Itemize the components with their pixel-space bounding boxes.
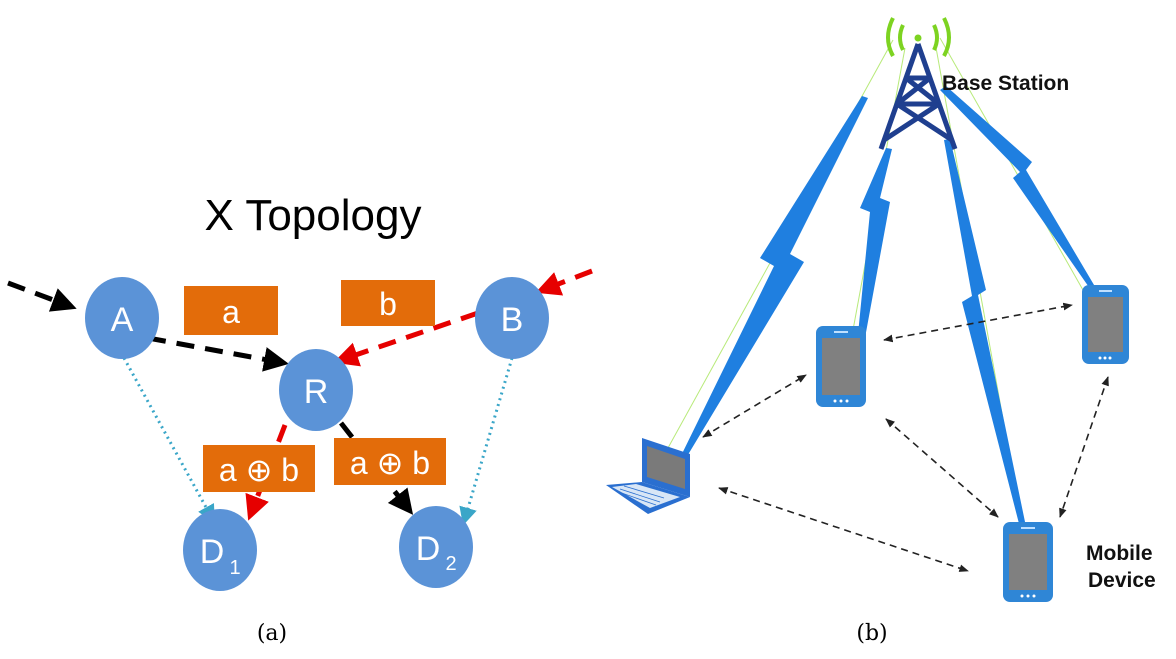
node-a-label: A bbox=[111, 301, 134, 339]
packet-a-label: a bbox=[222, 294, 240, 330]
phone-right-icon bbox=[1082, 285, 1129, 364]
link-phone-right-phone-bottom bbox=[1059, 376, 1109, 518]
panel-a-title: X Topology bbox=[205, 191, 422, 240]
overhear-b-to-d2 bbox=[459, 357, 514, 526]
node-d1-label: D bbox=[200, 533, 225, 571]
bolt-to-phone-center bbox=[855, 148, 892, 365]
laptop-icon bbox=[606, 438, 690, 514]
base-station-tower-icon bbox=[878, 17, 958, 150]
bolt-to-laptop bbox=[676, 96, 868, 468]
arrow-a-to-r bbox=[147, 335, 289, 372]
packet-xor-left: a ⊕ b bbox=[203, 445, 315, 492]
signal-lines bbox=[662, 37, 1101, 553]
link-phone-center-phone-bottom bbox=[885, 418, 999, 518]
node-r: R bbox=[279, 349, 353, 431]
packet-a: a bbox=[184, 286, 278, 335]
packet-b: b bbox=[341, 280, 435, 326]
incoming-arrow-b bbox=[535, 268, 593, 296]
node-b: B bbox=[475, 277, 549, 359]
packet-b-label: b bbox=[379, 286, 397, 322]
caption-b: (b) bbox=[856, 621, 887, 646]
arrow-r-to-d1 bbox=[245, 424, 288, 521]
node-b-label: B bbox=[501, 301, 524, 339]
node-d2-label: D bbox=[416, 530, 441, 568]
packet-xor-left-label: a ⊕ b bbox=[219, 452, 299, 488]
node-a: A bbox=[85, 277, 159, 359]
link-laptop-phone-center bbox=[702, 374, 807, 438]
mobile-device-label-line2: Device bbox=[1088, 569, 1156, 592]
phone-bottom-icon bbox=[1003, 522, 1053, 602]
panel-a: X Topology a b a ⊕ b a ⊕ b A bbox=[7, 191, 593, 646]
node-d2: D 2 bbox=[399, 506, 473, 588]
mobile-device-label-line1: Mobile bbox=[1086, 542, 1153, 565]
base-station-label: Base Station bbox=[942, 72, 1069, 95]
p2p-links bbox=[702, 302, 1109, 572]
arrow-r-to-d2 bbox=[339, 421, 414, 515]
link-phone-center-phone-right bbox=[883, 302, 1073, 343]
incoming-arrow-a bbox=[7, 280, 77, 312]
phone-center-icon bbox=[816, 326, 866, 407]
node-d2-subscript: 2 bbox=[445, 553, 456, 575]
caption-a: (a) bbox=[257, 621, 287, 646]
lightning-bolts bbox=[676, 86, 1097, 547]
node-r-label: R bbox=[304, 373, 329, 411]
panel-b: Base Station bbox=[606, 17, 1156, 646]
node-d1-subscript: 1 bbox=[229, 557, 240, 579]
link-laptop-phone-bottom bbox=[718, 487, 969, 572]
bolt-to-phone-bottom bbox=[944, 139, 1030, 547]
packet-xor-right: a ⊕ b bbox=[334, 438, 446, 485]
arrow-b-to-r bbox=[333, 310, 479, 367]
bolt-to-phone-right bbox=[940, 86, 1097, 293]
packet-xor-right-label: a ⊕ b bbox=[350, 445, 430, 481]
node-d1: D 1 bbox=[183, 509, 257, 591]
overhear-a-to-d1 bbox=[122, 357, 215, 524]
